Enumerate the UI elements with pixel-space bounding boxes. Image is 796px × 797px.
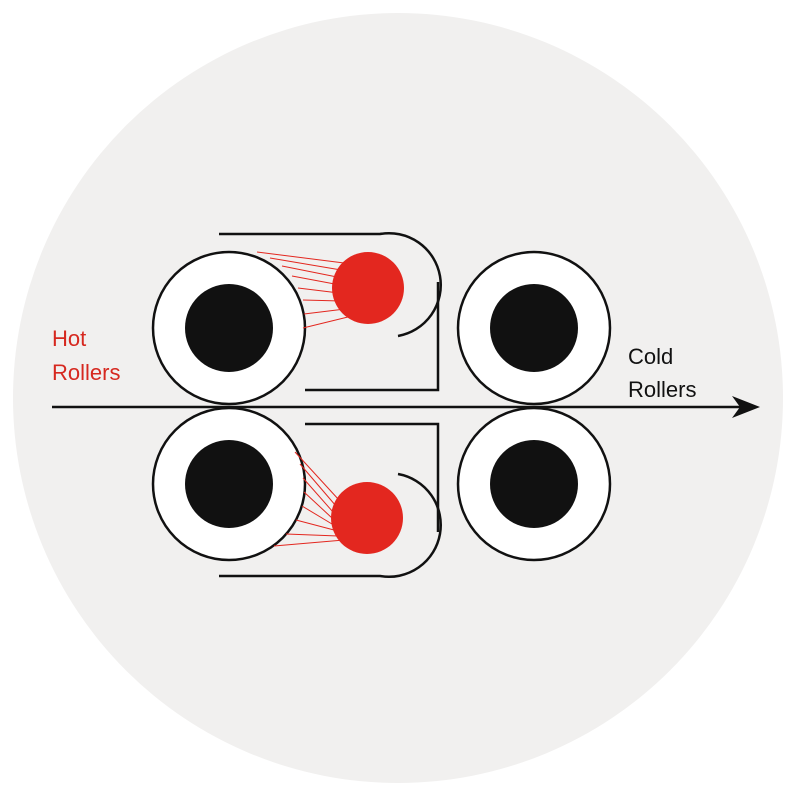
- housing-bottom-outer: [219, 472, 442, 578]
- cold-roller-top: [456, 250, 612, 406]
- cold-roller-bottom-core: [490, 440, 578, 528]
- heater-top: [332, 252, 404, 324]
- cold-rollers-label-line1: Cold: [628, 344, 673, 369]
- hot-roller-bottom-core: [185, 440, 273, 528]
- hot-rollers-label-line2: Rollers: [52, 360, 120, 385]
- heat-rays-bottom: [273, 451, 345, 547]
- hot-roller-bottom: [151, 406, 307, 562]
- hot-rollers-label-line1: Hot: [52, 326, 86, 351]
- background-disc: [13, 13, 783, 783]
- feed-arrow-head: [732, 396, 760, 418]
- cold-roller-top-core: [490, 284, 578, 372]
- hot-roller-top-core: [185, 284, 273, 372]
- housing-top-inner: [305, 282, 440, 392]
- housing-bottom-inner: [305, 422, 440, 532]
- heater-bottom: [331, 482, 403, 554]
- heat-rays-top: [256, 251, 353, 329]
- cold-roller-bottom: [456, 406, 612, 562]
- hot-roller-top: [151, 250, 307, 406]
- housing-top-outer: [219, 232, 442, 338]
- cold-rollers-label-line2: Rollers: [628, 377, 696, 402]
